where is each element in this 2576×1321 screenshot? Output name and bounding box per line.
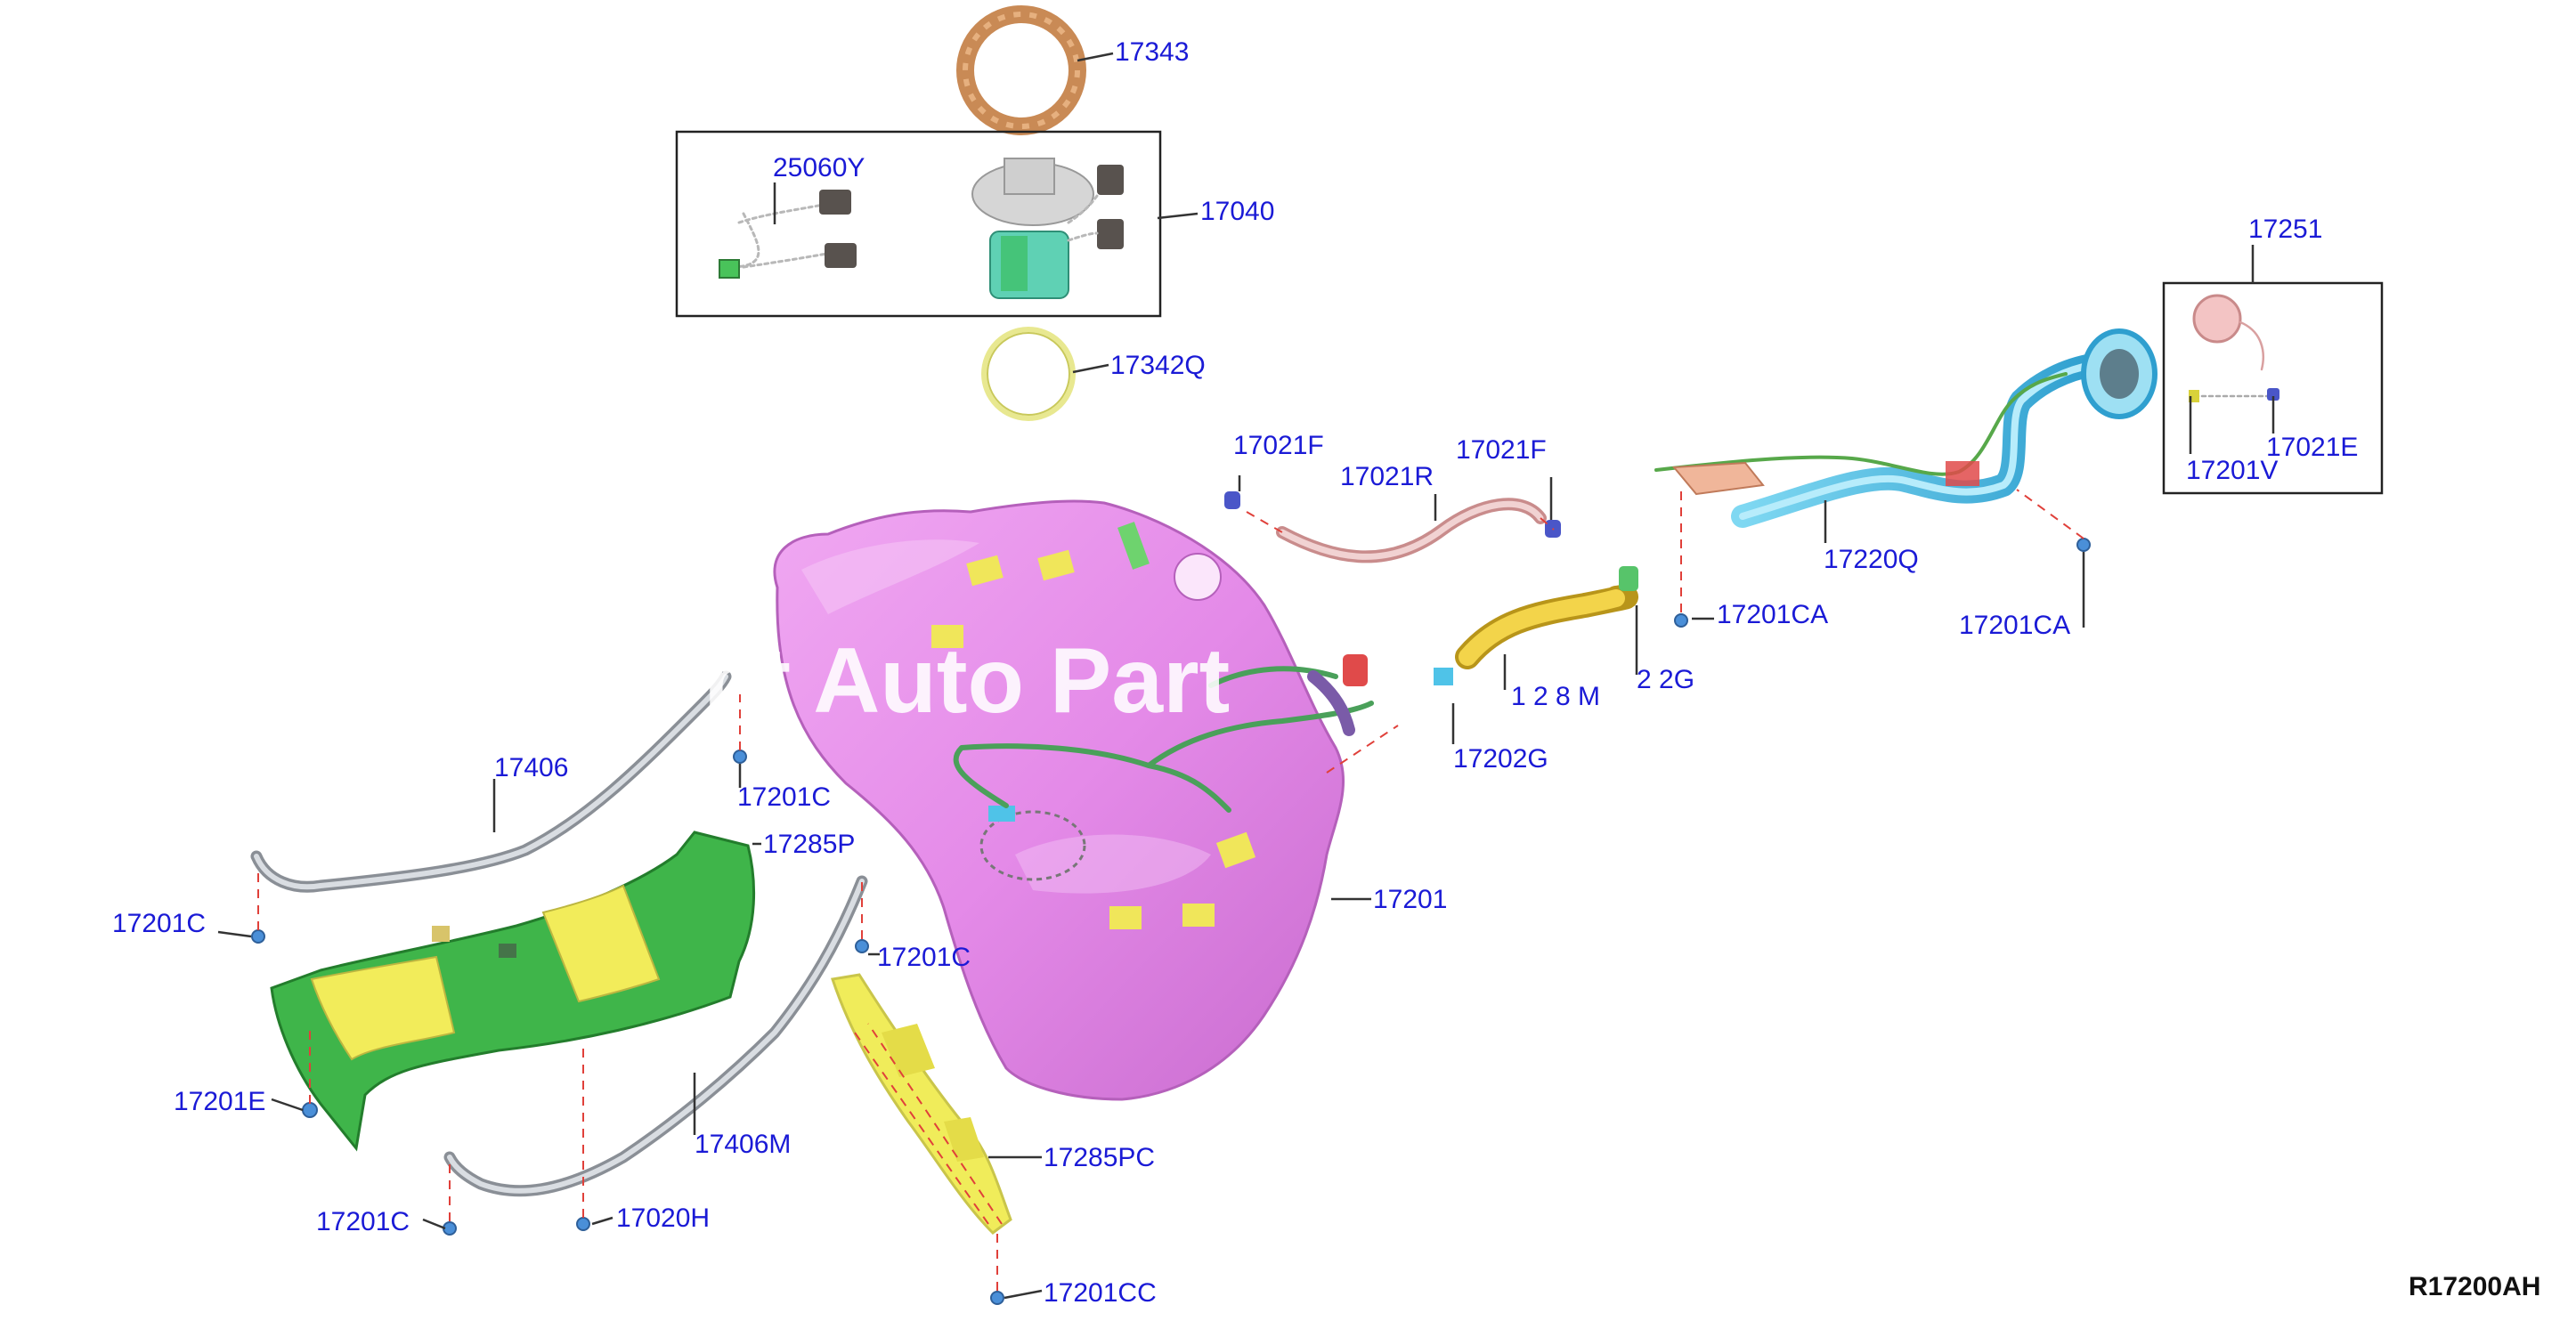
part-labels: 17343 25060Y 17040 17342Q 17021F 17021F … <box>112 37 2358 1308</box>
label-17201V[interactable]: 17201V <box>2186 456 2278 485</box>
filler-hose-17021R <box>1276 498 1547 563</box>
label-25060Y[interactable]: 25060Y <box>773 153 865 182</box>
assembly-lines <box>257 485 2084 1291</box>
label-17201CC[interactable]: 17201CC <box>1044 1278 1157 1308</box>
label-17228M-partial[interactable]: 1 2 8 M <box>1511 682 1600 711</box>
label-17201C-bottom[interactable]: 17201C <box>316 1207 410 1236</box>
label-17201[interactable]: 17201 <box>1373 885 1447 914</box>
label-17285P[interactable]: 17285P <box>763 830 855 859</box>
label-17202G[interactable]: 17202G <box>1453 744 1548 774</box>
label-17020H[interactable]: 17020H <box>616 1203 710 1233</box>
tank-strap-17406 <box>250 670 732 893</box>
gasket-17342Q <box>981 327 1076 421</box>
label-17021F-right[interactable]: 17021F <box>1456 435 1547 465</box>
label-17201E[interactable]: 17201E <box>174 1087 265 1116</box>
label-17040[interactable]: 17040 <box>1200 197 1274 226</box>
clamp-17202G <box>1434 668 1453 685</box>
tank-strap-17406M <box>443 875 868 1197</box>
bolt-17201C-a <box>733 750 747 764</box>
bolt-17201C-d <box>443 1221 457 1236</box>
heat-insulator-17285P <box>270 831 756 1152</box>
packing-ring-17343 <box>956 5 1086 135</box>
pump-harness-25060Y <box>719 190 857 279</box>
watermark-text: nt Auto Part <box>703 629 1230 733</box>
bolt-17201C-b <box>251 929 265 944</box>
label-17021F-left[interactable]: 17021F <box>1233 431 1324 460</box>
bolt-17020H <box>576 1217 590 1231</box>
clamp-17021F-left <box>1224 491 1240 509</box>
filler-tube-17220Q <box>1654 328 2158 528</box>
fuel-tank-17201 <box>773 499 1374 1101</box>
label-17021E[interactable]: 17021E <box>2266 433 2358 462</box>
fuel-cap-17251 <box>2189 294 2279 402</box>
label-17201CA-b[interactable]: 17201CA <box>1959 611 2070 640</box>
fuel-pump-assembly-17040 <box>971 158 1124 299</box>
fuel-pump-kit-box <box>675 130 1162 318</box>
label-17201C-top[interactable]: 17201C <box>737 782 831 812</box>
label-17343[interactable]: 17343 <box>1115 37 1189 67</box>
leader-lines <box>217 52 2275 1300</box>
diagram-code: R17200AH <box>2409 1272 2540 1301</box>
label-17342Q[interactable]: 17342Q <box>1110 351 1206 380</box>
label-17021R[interactable]: 17021R <box>1340 462 1434 491</box>
vent-hose-17228M <box>1455 566 1639 669</box>
bolt-17201CC <box>990 1291 1004 1305</box>
bolt-17201CA-b <box>2076 538 2091 552</box>
label-17406M[interactable]: 17406M <box>695 1130 791 1159</box>
bolt-17201CA-a <box>1674 613 1688 628</box>
fuel-cap-box <box>2162 281 2384 495</box>
label-17201C-left[interactable]: 17201C <box>112 909 206 938</box>
label-17220Q[interactable]: 17220Q <box>1824 545 1919 574</box>
tank-neck <box>1307 654 1368 736</box>
label-17201C-mid[interactable]: 17201C <box>877 943 971 972</box>
label-17202G-partial[interactable]: 2 2G <box>1637 665 1694 694</box>
label-17251[interactable]: 17251 <box>2248 215 2322 244</box>
label-17406[interactable]: 17406 <box>494 753 568 782</box>
label-17285PC[interactable]: 17285PC <box>1044 1143 1155 1172</box>
bolt-17201C-c <box>855 939 869 953</box>
label-17201CA-a[interactable]: 17201CA <box>1717 600 1828 629</box>
bolt-17201E <box>302 1102 318 1118</box>
